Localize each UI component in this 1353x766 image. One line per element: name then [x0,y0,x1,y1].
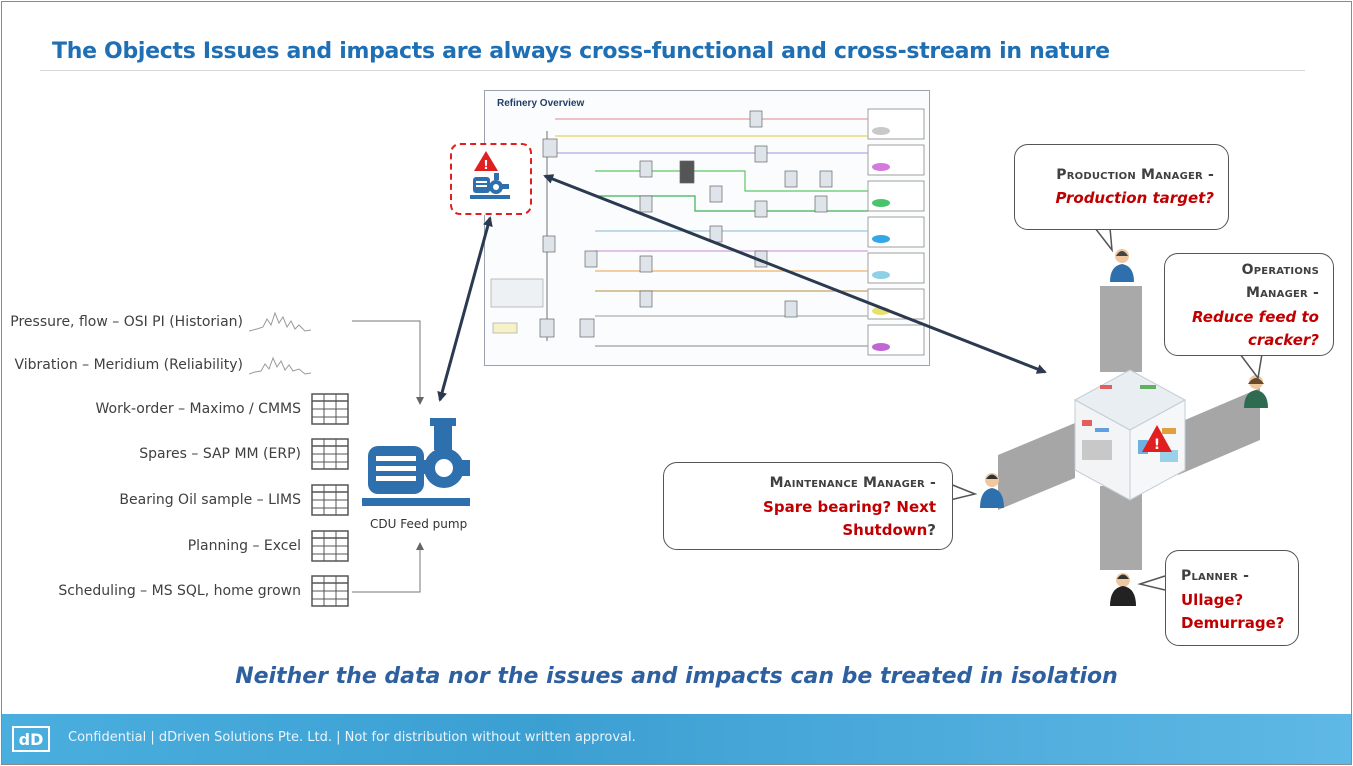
data-source-label: Scheduling – MS SQL, home grown [58,583,301,599]
sparkline-icon [249,356,311,375]
table-icon [311,575,349,607]
maintenance-manager-bubble: Maintenance Manager - Spare bearing? Nex… [663,462,953,550]
cdu-feed-pump[interactable] [362,412,472,538]
data-source-item: Vibration – Meridium (Reliability) [14,354,311,376]
operations-question-line1: Reduce feed to [1192,308,1319,326]
data-source-item: Pressure, flow – OSI PI (Historian) [10,311,311,333]
data-source-label: Vibration – Meridium (Reliability) [14,357,244,373]
pump-warning-icon: ! [470,151,510,199]
operations-manager-avatar [1244,375,1268,408]
bottom-message: Neither the data nor the issues and impa… [235,664,1118,689]
pump-label: CDU Feed pump [370,517,468,531]
maintenance-manager-avatar [980,473,1004,508]
refinery-overview-title: Refinery Overview [497,98,585,109]
operations-manager-bubble: Operations Manager - Reduce feed to crac… [1164,253,1334,356]
planner-question-line1: Ullage? [1181,591,1244,609]
slide-title: The Objects Issues and impacts are alway… [52,39,1110,64]
planner-bubble-tail [1137,575,1166,591]
planner-bubble: Planner - Ullage? Demurrage? [1165,550,1299,646]
footer-text: Confidential | dDriven Solutions Pte. Lt… [68,730,636,745]
operations-role-line1: Operations [1241,262,1319,278]
data-source-item: Work-order – Maximo / CMMS [95,393,349,425]
operations-role-line2: Manager - [1245,285,1319,301]
data-source-label: Work-order – Maximo / CMMS [95,401,301,417]
data-source-item: Planning – Excel [187,530,349,562]
data-source-item: Spares – SAP MM (ERP) [139,438,349,470]
company-logo: dD [12,726,50,752]
production-role: Production Manager - [1056,167,1214,183]
crude-feed-box [492,322,518,334]
production-manager-avatar [1110,249,1134,282]
table-icon [311,530,349,562]
planner-avatar [1110,573,1136,606]
data-source-label: Planning – Excel [187,538,301,554]
data-source-item: Scheduling – MS SQL, home grown [58,575,349,607]
maintenance-shutdown-text: Shutdown [842,521,928,539]
title-divider [40,70,1305,71]
cube-widgets [1082,385,1178,462]
operations-question-line2: cracker? [1247,331,1319,349]
operations-bubble-tail [1239,353,1263,380]
maintenance-question-line2: Shutdown? [842,521,936,539]
pump-alert-highlight[interactable]: ! [450,143,532,215]
margin-crude-box [490,278,544,308]
footer-bar: dD Confidential | dDriven Solutions Pte.… [2,714,1351,764]
production-question: Production target? [1055,189,1214,207]
pump-icon [362,418,470,506]
planner-question-line2: Demurrage? [1181,614,1285,632]
table-icon [311,393,349,425]
data-source-item: Bearing Oil sample – LIMS [119,484,349,516]
data-source-label: Pressure, flow – OSI PI (Historian) [10,314,243,330]
cube-warning-icon [1142,425,1172,452]
table-icon [311,484,349,516]
maintenance-role: Maintenance Manager - [769,475,936,491]
svg-text:!: ! [1154,437,1160,453]
production-bubble-tail [1094,227,1113,253]
data-source-label: Spares – SAP MM (ERP) [139,446,301,462]
planner-role: Planner - [1181,568,1250,584]
production-manager-bubble: Production Manager - Production target? [1014,144,1229,230]
maintenance-question-mark: ? [927,521,936,539]
svg-text:!: ! [483,158,488,172]
maintenance-question-line1: Spare bearing? Next [763,498,936,516]
sparkline-icon [249,311,311,332]
data-source-label: Bearing Oil sample – LIMS [119,492,301,508]
maintenance-bubble-tail [949,483,978,501]
table-icon [311,438,349,470]
